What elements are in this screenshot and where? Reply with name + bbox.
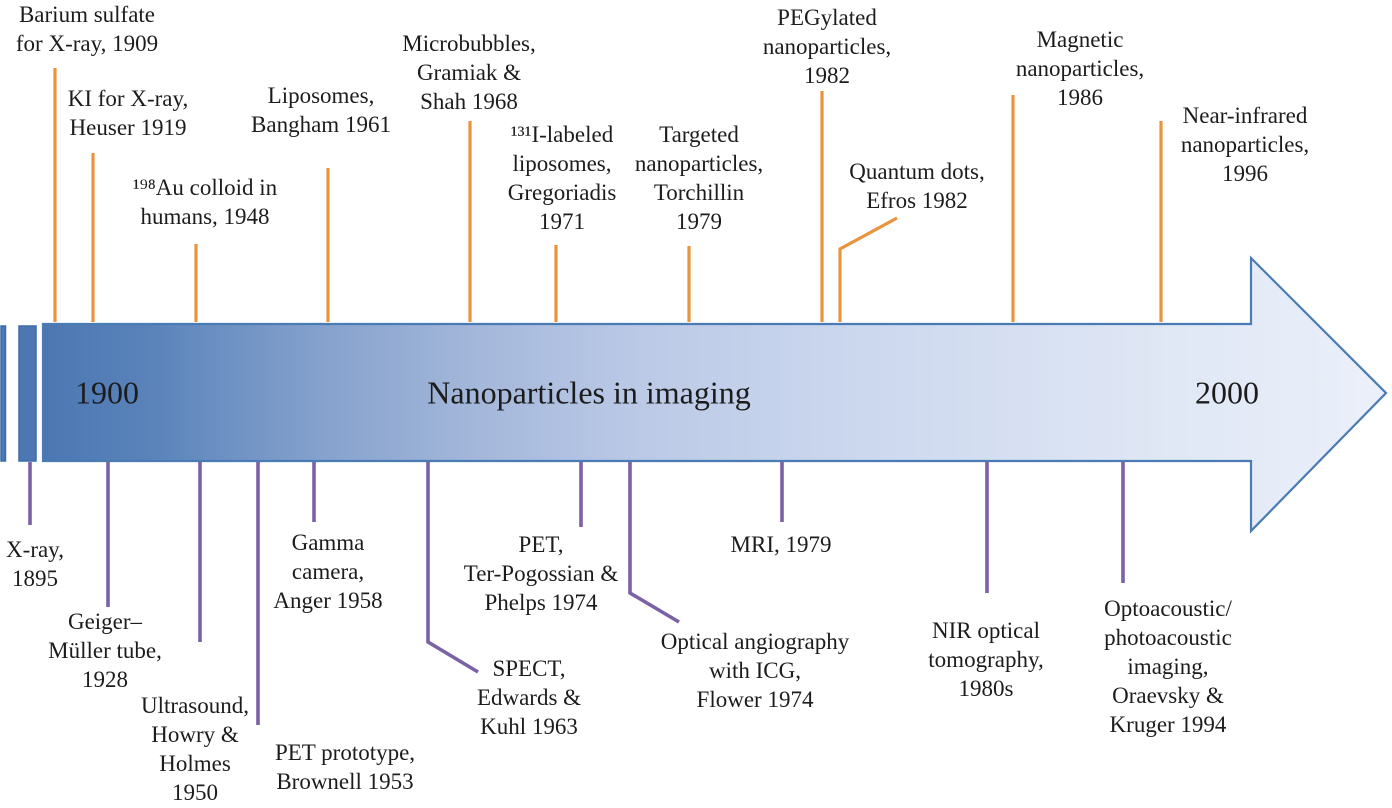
event-label-quantum-dots: Quantum dots, Efros 1982 <box>849 159 985 213</box>
event-label-mri-1979: MRI, 1979 <box>730 532 832 557</box>
event-label-ultrasound: Ultrasound, Howry & Holmes 1950 <box>141 693 249 805</box>
timeline-arrow <box>41 255 1388 534</box>
axis-break-bar-1 <box>0 325 7 462</box>
event-label-spect: SPECT, Edwards & Kuhl 1963 <box>476 656 582 739</box>
event-label-magnetic-nanoparticles: Magnetic nanoparticles, 1986 <box>1015 27 1145 110</box>
tick-spect <box>426 462 479 674</box>
event-label-gamma-camera: Gamma camera, Anger 1958 <box>273 530 383 613</box>
event-label-pet-ter-pogossian: PET, Ter-Pogossian & Phelps 1974 <box>463 532 619 615</box>
event-label-near-infrared-nanoparticles: Near-infrared nanoparticles, 1996 <box>1180 103 1310 186</box>
event-label-pegylated-nanoparticles: PEGylated nanoparticles, 1982 <box>762 5 892 88</box>
event-label-geiger-muller: Geiger– Müller tube, 1928 <box>48 609 162 692</box>
event-label-liposomes: Liposomes, Bangham 1961 <box>251 83 391 137</box>
tick-quantum-dots <box>838 216 898 322</box>
event-label-pet-prototype: PET prototype, Brownell 1953 <box>274 740 416 794</box>
event-label-i131-liposomes: ¹³¹I-labeled liposomes, Gregoriadis 1971 <box>507 122 617 234</box>
event-label-au198-colloid: ¹⁹⁸Au colloid in humans, 1948 <box>132 175 278 229</box>
tick-optical-angiography <box>628 462 680 624</box>
event-label-targeted-nanoparticles: Targeted nanoparticles, Torchillin 1979 <box>634 122 764 234</box>
timeline-title: Nanoparticles in imaging <box>427 374 751 411</box>
event-label-optical-angiography: Optical angiography with ICG, Flower 197… <box>660 629 850 712</box>
event-label-xray-1895: X-ray, 1895 <box>6 537 64 591</box>
event-label-nir-optical-tomography: NIR optical tomography, 1980s <box>928 618 1044 701</box>
event-label-microbubbles: Microbubbles, Gramiak & Shah 1968 <box>402 31 536 114</box>
event-label-optoacoustic: Optoacoustic/ photoacoustic imaging, Ora… <box>1104 596 1232 737</box>
era-start-year: 1900 <box>75 374 139 411</box>
era-end-year: 2000 <box>1195 374 1259 411</box>
event-label-ki-xray: KI for X-ray, Heuser 1919 <box>67 86 189 140</box>
event-label-barium-sulfate: Barium sulfate for X-ray, 1909 <box>15 2 159 56</box>
axis-break-bar-2 <box>18 325 37 462</box>
